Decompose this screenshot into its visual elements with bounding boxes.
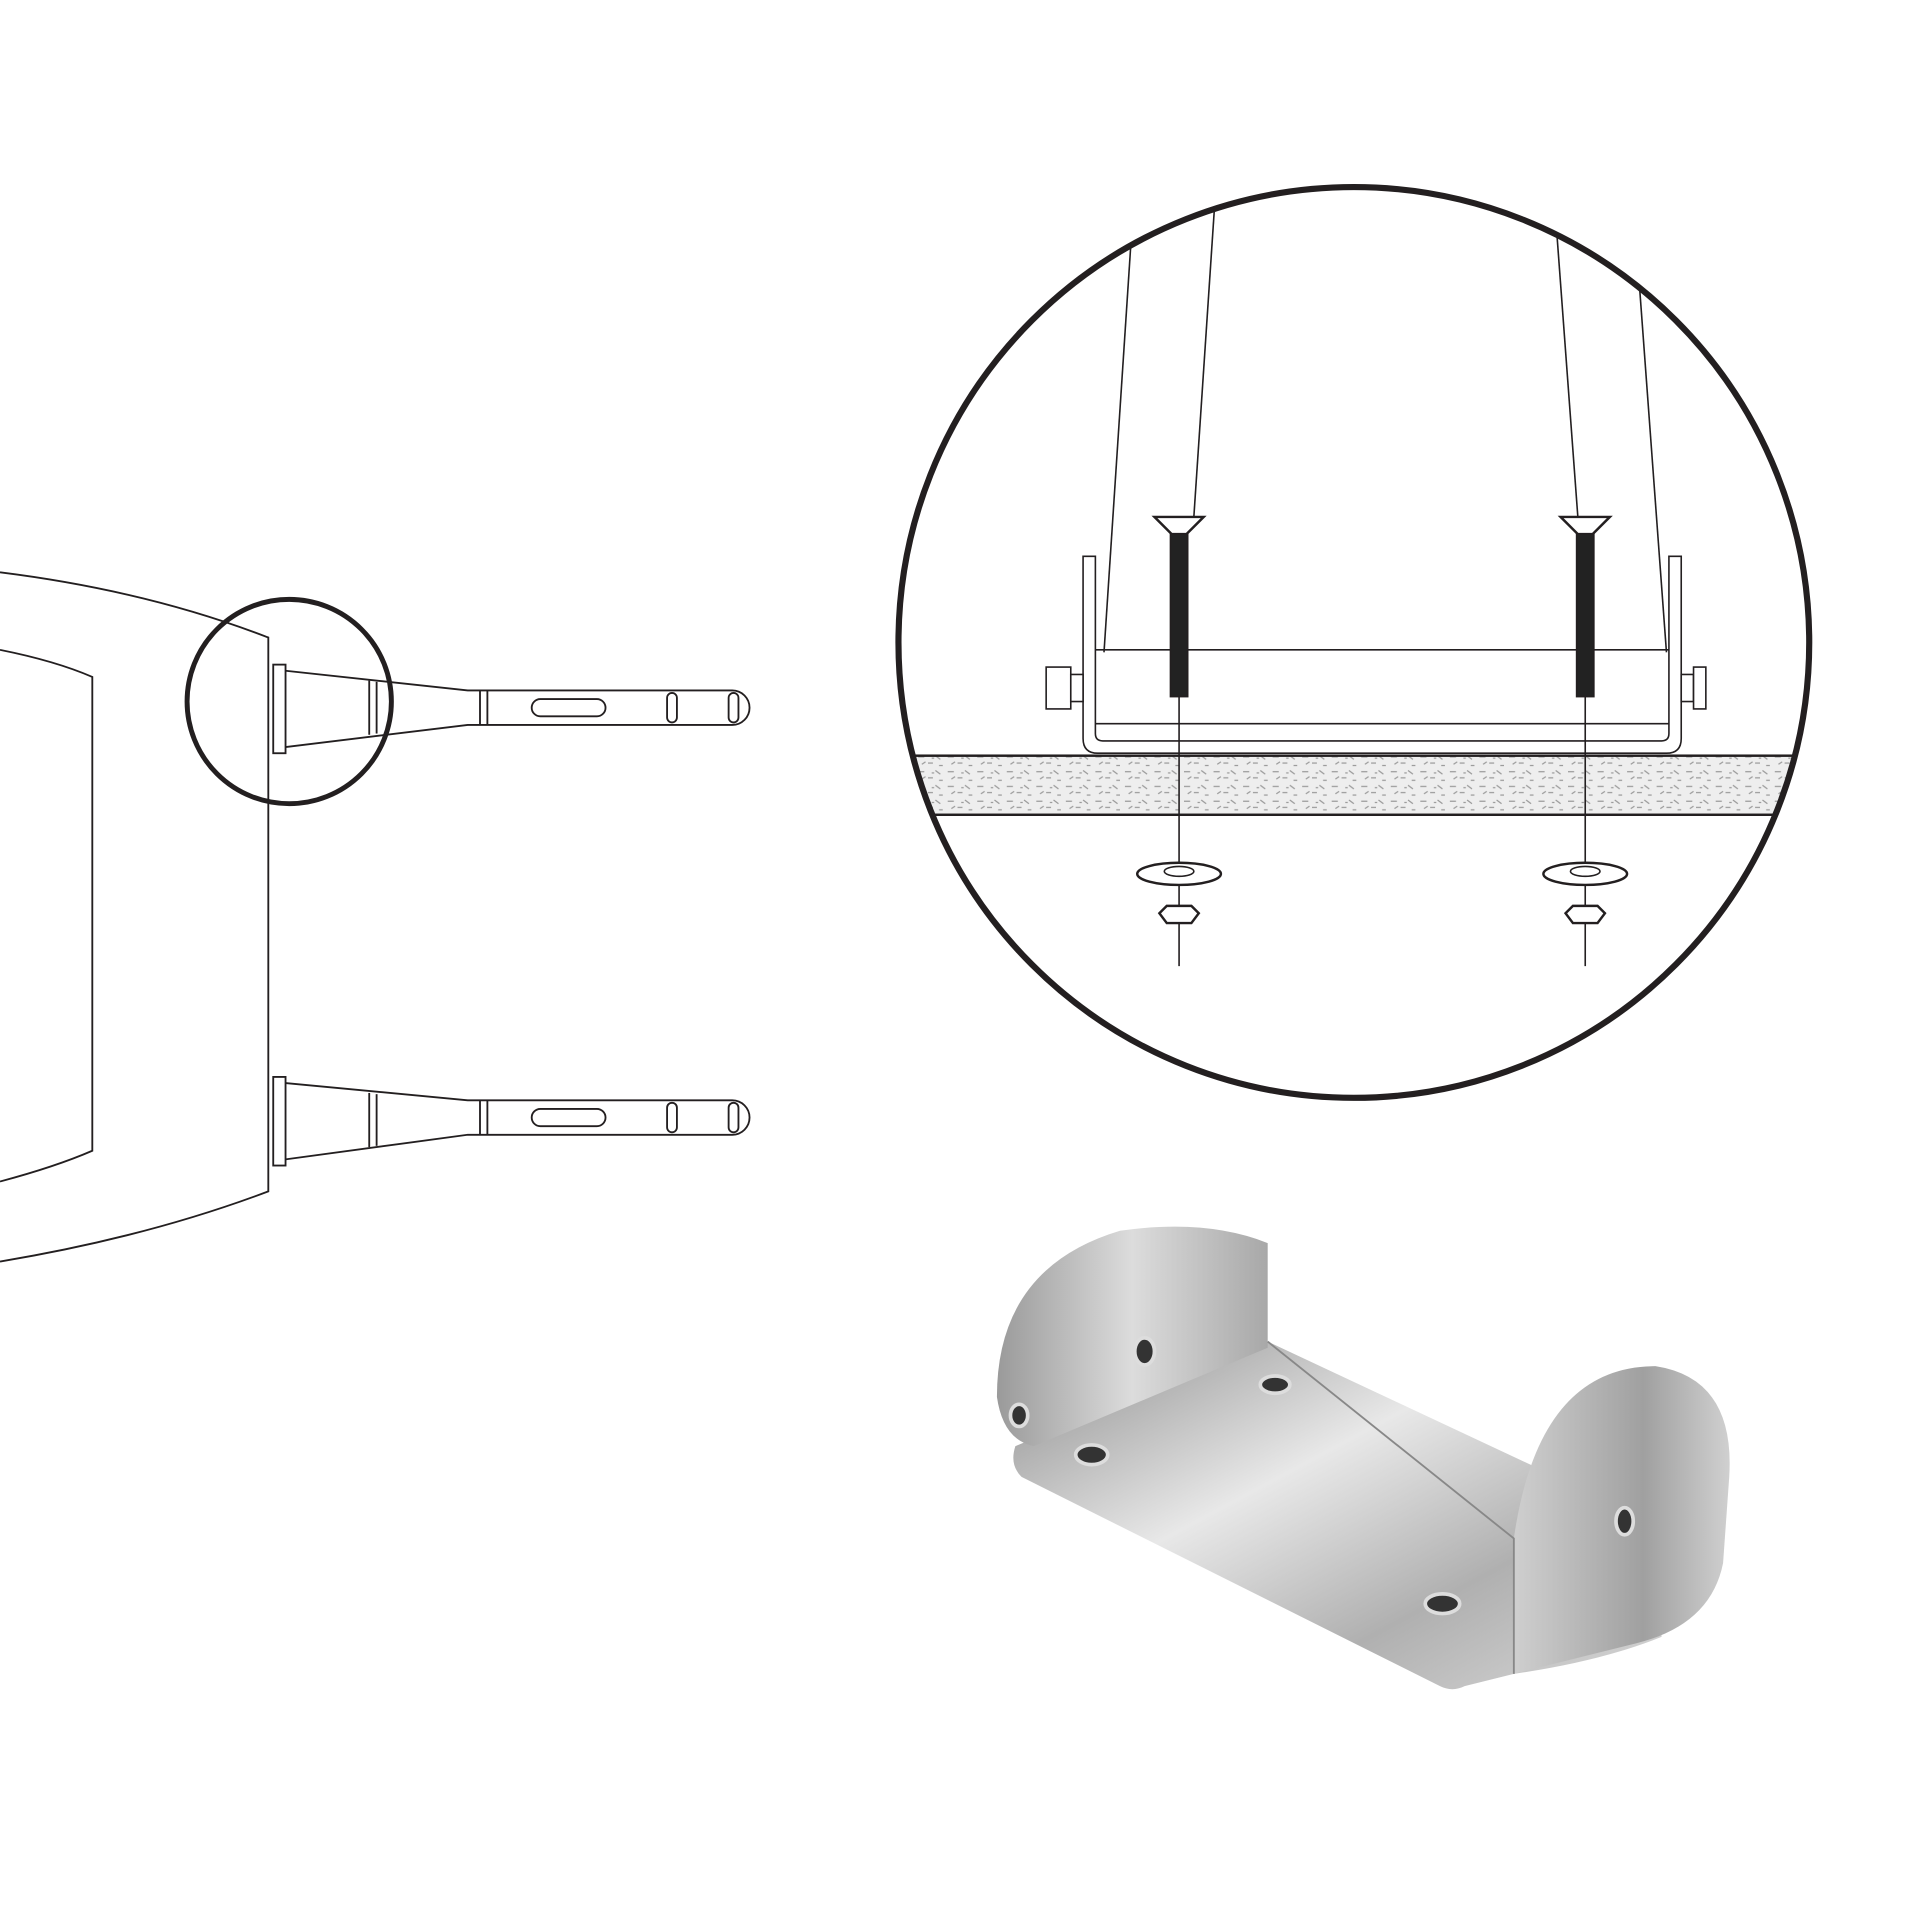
boat-hull (0, 571, 270, 1263)
nut-left (1157, 904, 1201, 925)
screw-right (1557, 515, 1613, 967)
detail-circle (895, 183, 1813, 1101)
nut-right (1563, 904, 1607, 925)
bracket-left-flange (996, 1226, 1268, 1447)
detail-view (898, 187, 1810, 967)
washer-left (1136, 861, 1223, 887)
deck-section (898, 754, 1810, 816)
ladder-arm-lower (272, 1076, 751, 1167)
bracket-base (1013, 1341, 1662, 1690)
bracket-holes (1008, 1336, 1636, 1616)
u-bracket (1082, 555, 1683, 755)
ladder-arm-upper (272, 663, 751, 755)
detail-callout-circle (184, 596, 394, 807)
washer-right (1542, 861, 1629, 887)
bracket-photo (996, 1226, 1730, 1690)
